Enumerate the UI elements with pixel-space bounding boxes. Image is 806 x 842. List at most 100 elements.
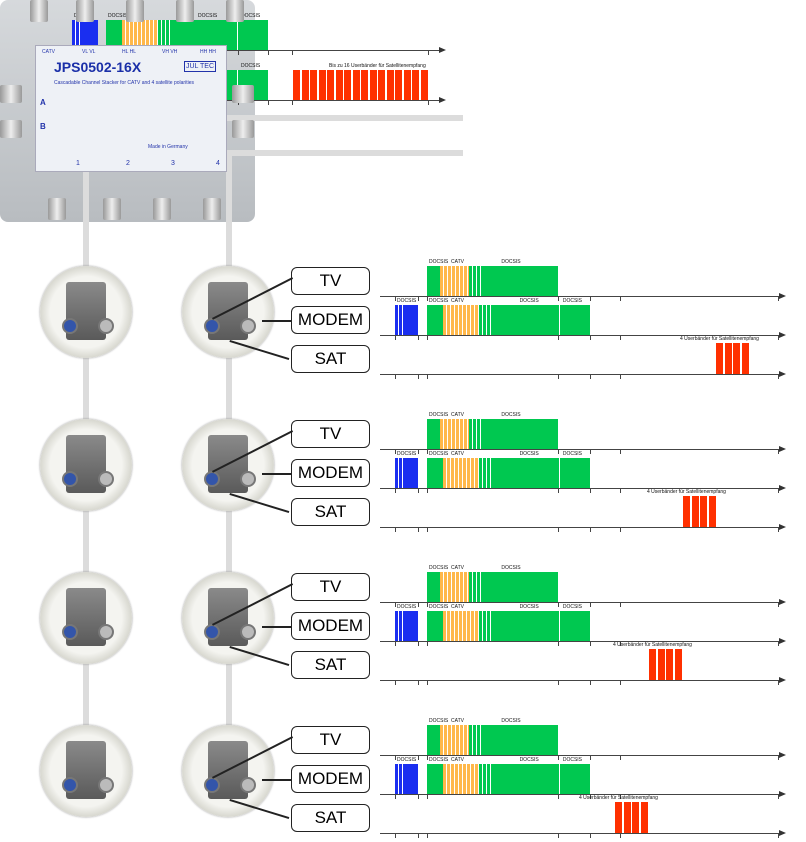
docsis-band — [427, 458, 444, 488]
input-vh-label: VH VH — [162, 49, 178, 55]
docsis-band — [427, 572, 440, 602]
sat-userband — [691, 496, 699, 527]
axis-tick — [778, 374, 779, 379]
axis-tick — [395, 833, 396, 838]
sat-userband — [674, 649, 682, 680]
axis-tick — [428, 50, 429, 55]
input-hl-label: HL HL — [122, 49, 136, 55]
tv-output-box: TV — [291, 726, 370, 754]
band-label: CATV — [451, 757, 464, 763]
axis-tick — [427, 602, 428, 607]
band-label: DOCSIS — [562, 298, 582, 304]
sat-userband — [301, 70, 309, 100]
axis-tick — [418, 488, 419, 493]
catv-band — [443, 611, 480, 641]
docsis-band — [427, 419, 440, 449]
catv-band — [443, 458, 480, 488]
sat-output-box: SAT — [291, 498, 370, 526]
cable-right-horizontal — [226, 150, 463, 156]
sat-output-box: SAT — [291, 804, 370, 832]
axis-tick — [620, 374, 621, 379]
input-vl-label: VL VL — [82, 49, 96, 55]
axis-tick — [620, 833, 621, 838]
axis-tick — [778, 680, 779, 685]
axis-tick — [778, 449, 779, 454]
catv-band — [443, 764, 480, 794]
frequency-axis — [60, 47, 446, 53]
output-2-label: 2 — [126, 160, 130, 167]
output-1-label: 1 — [76, 160, 80, 167]
axis-tick — [620, 641, 621, 646]
axis-tick — [395, 335, 396, 340]
docsis-upstream-band — [395, 305, 418, 335]
sat-userband — [395, 70, 402, 100]
band-label: DOCSIS — [562, 757, 582, 763]
sat-userband — [666, 649, 673, 680]
band-label: DOCSIS — [397, 451, 417, 457]
model-name: JPS0502-16X — [54, 59, 142, 75]
docsis-band — [469, 572, 558, 602]
axis-tick — [418, 602, 419, 607]
docsis-band — [427, 611, 444, 641]
sat-userband — [683, 496, 690, 527]
f-connector — [232, 85, 254, 103]
axis-tick — [427, 833, 428, 838]
band-label: DOCSIS — [429, 565, 449, 571]
frequency-axis — [380, 485, 786, 491]
axis-tick — [427, 755, 428, 760]
frequency-axis — [380, 752, 786, 758]
cable-left-horizontal — [83, 115, 463, 121]
band-label: DOCSIS — [501, 565, 521, 571]
frequency-axis — [380, 830, 786, 836]
f-connector — [0, 120, 22, 138]
tv-output-box: TV — [291, 267, 370, 295]
axis-tick — [778, 641, 779, 646]
catv-band — [439, 572, 470, 602]
axis-tick — [590, 374, 591, 379]
band-label: DOCSIS — [429, 412, 449, 418]
axis-tick — [395, 374, 396, 379]
band-label: DOCSIS — [562, 604, 582, 610]
sat-userband — [386, 70, 394, 100]
band-label: DOCSIS — [429, 757, 449, 763]
sat-label: 4 Userbänder für Satellitenempfang — [613, 642, 692, 648]
frequency-axis — [380, 332, 786, 338]
axis-tick — [620, 449, 621, 454]
axis-tick — [620, 602, 621, 607]
side-b-label: B — [40, 122, 46, 131]
axis-tick — [427, 449, 428, 454]
wall-outlet — [182, 725, 274, 817]
axis-tick — [558, 680, 559, 685]
wall-outlet — [182, 266, 274, 358]
f-connector — [103, 198, 121, 220]
docsis-upstream-band — [395, 458, 418, 488]
band-label: DOCSIS — [429, 718, 449, 724]
docsis-upstream-band — [395, 764, 418, 794]
axis-tick — [427, 374, 428, 379]
axis-tick — [427, 488, 428, 493]
axis-tick — [778, 527, 779, 532]
docsis-band — [427, 305, 444, 335]
wall-outlet — [182, 572, 274, 664]
docsis-band — [479, 764, 590, 794]
axis-tick — [590, 794, 591, 799]
band-label: DOCSIS — [397, 604, 417, 610]
axis-tick — [395, 755, 396, 760]
frequency-axis — [380, 599, 786, 605]
band-label: CATV — [451, 604, 464, 610]
subtitle: Cascadable Channel Stacker for CATV and … — [54, 80, 194, 86]
frequency-axis — [380, 638, 786, 644]
axis-tick — [238, 50, 239, 55]
f-connector — [203, 198, 221, 220]
axis-tick — [558, 449, 559, 454]
axis-tick — [590, 602, 591, 607]
axis-tick — [558, 335, 559, 340]
axis-tick — [427, 680, 428, 685]
axis-tick — [427, 527, 428, 532]
sat-userband — [378, 70, 385, 100]
axis-tick — [268, 50, 269, 55]
axis-tick — [778, 755, 779, 760]
sat-label: 4 Userbänder für Satellitenempfang — [647, 489, 726, 495]
f-connector — [226, 0, 244, 22]
band-label: DOCSIS — [519, 451, 539, 457]
